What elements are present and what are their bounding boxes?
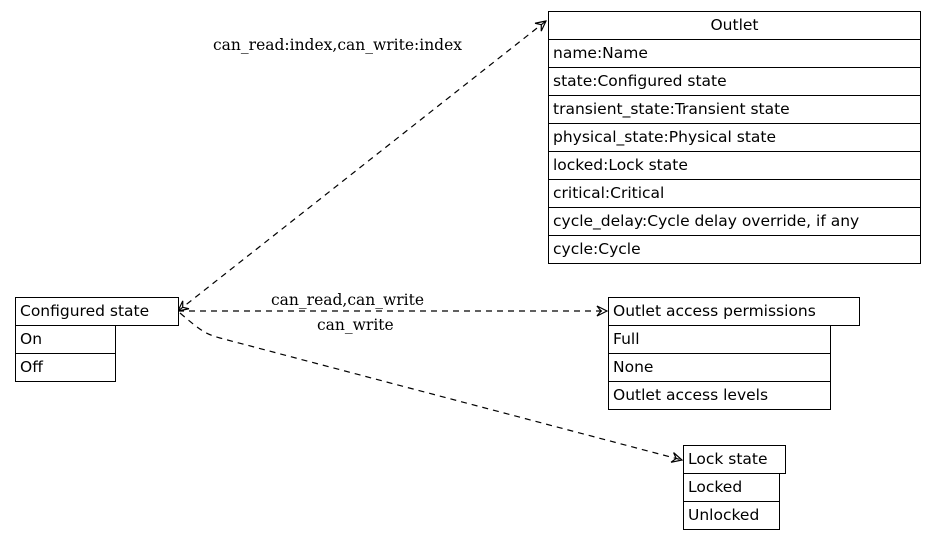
node-field: transient_state:Transient state (548, 95, 921, 124)
node-field: physical_state:Physical state (548, 123, 921, 152)
edge-label-to-permissions: can_read,can_write (271, 291, 425, 309)
node-field: name:Name (548, 39, 921, 68)
node-field: Outlet access levels (608, 381, 831, 410)
node-field: locked:Lock state (548, 151, 921, 180)
node-field: None (608, 353, 831, 382)
node-field: Unlocked (683, 501, 780, 530)
node-field: cycle_delay:Cycle delay override, if any (548, 207, 921, 236)
node-title: Configured state (15, 297, 179, 326)
node-field: Full (608, 325, 831, 354)
node-title: Lock state (683, 445, 786, 474)
edge-configured-state-to-outlet (178, 21, 546, 311)
node-field: cycle:Cycle (548, 235, 921, 264)
node-title: Outlet access permissions (608, 297, 860, 326)
edge-label-to-outlet: can_read:index,can_write:index (213, 36, 463, 54)
node-title: Outlet (548, 11, 921, 40)
node-field: critical:Critical (548, 179, 921, 208)
edge-configured-state-to-lock-state (179, 312, 682, 460)
edge-label-to-lock-state: can_write (317, 316, 394, 334)
node-field: Locked (683, 473, 780, 502)
node-field: On (15, 325, 116, 354)
node-field: Off (15, 353, 116, 382)
node-field: state:Configured state (548, 67, 921, 96)
